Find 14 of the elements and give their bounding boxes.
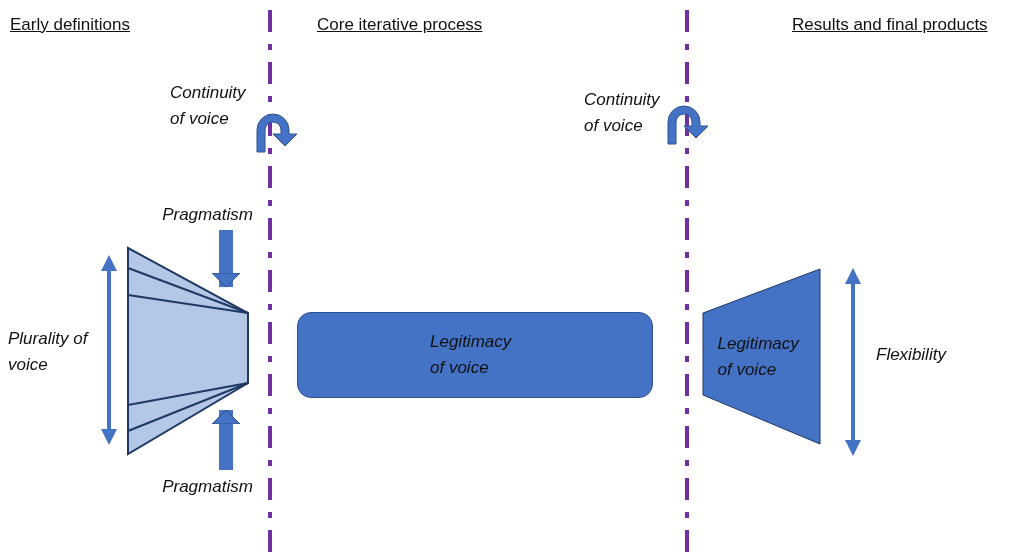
column-heading: Core iterative process xyxy=(317,14,484,36)
column-heading: Results and final products xyxy=(792,14,989,36)
process-box xyxy=(297,312,653,398)
annotation-label: Plurality of voice xyxy=(8,328,88,376)
column-heading: Early definitions xyxy=(10,14,131,36)
node-label: Pragmatism xyxy=(162,204,253,226)
annotation-label: Flexibility xyxy=(876,344,948,366)
annotation-label: Continuity of voice xyxy=(584,89,661,137)
box-label: Legitimacy of voice xyxy=(430,331,513,379)
box-label: Legitimacy of voice xyxy=(717,332,801,381)
annotation-label: Continuity of voice xyxy=(170,82,247,130)
block-arrow xyxy=(211,409,241,470)
block-arrow xyxy=(211,230,241,288)
node-label: Pragmatism xyxy=(162,476,253,498)
